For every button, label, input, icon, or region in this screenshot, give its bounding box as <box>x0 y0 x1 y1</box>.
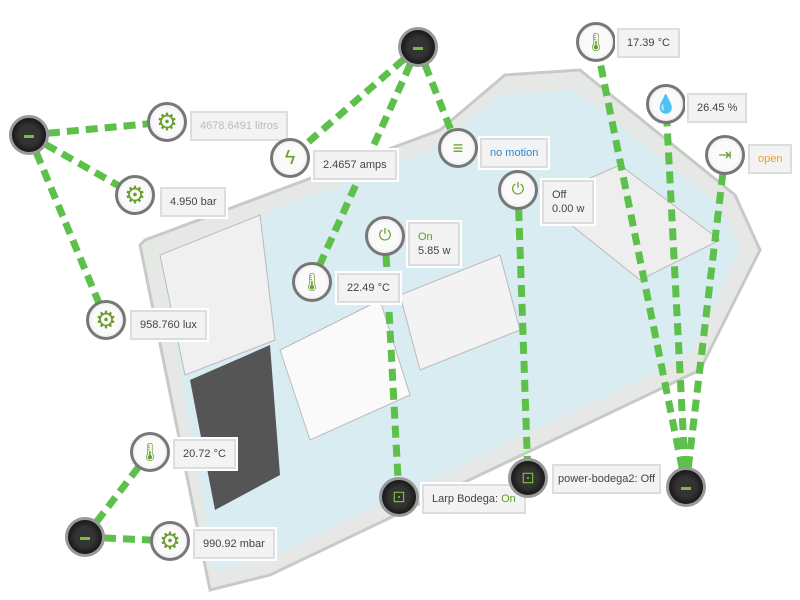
light-label: 958.760 lux <box>130 310 207 340</box>
gateway-hub-icon[interactable]: ▬ <box>65 517 105 557</box>
outlet2-label: power-bodega2: Off <box>552 464 662 494</box>
water-label: 4678.6491 litros <box>190 111 289 141</box>
temp3-label: 20.72 °C <box>173 439 236 469</box>
thermometer-icon[interactable]: 🌡 <box>292 262 332 302</box>
outlet-icon[interactable]: ⊡ <box>379 477 419 517</box>
gear-icon[interactable]: ⚙ <box>86 300 126 340</box>
gateway-hub-icon[interactable]: ▬ <box>666 467 706 507</box>
plug-switch-icon[interactable]: ⏻ <box>498 170 538 210</box>
gear-icon[interactable]: ⚙ <box>147 102 187 142</box>
motion-label: no motion <box>480 138 549 168</box>
temp2-label: 17.39 °C <box>617 28 680 58</box>
door-icon[interactable]: ⇥ <box>705 135 745 175</box>
connection-lines <box>25 41 729 545</box>
motion-icon[interactable]: ≡ <box>438 128 478 168</box>
pressure2-label: 990.92 mbar <box>193 529 275 559</box>
pressure-label: 4.950 bar <box>160 187 227 217</box>
water-drop-icon[interactable]: 💧 <box>646 84 686 124</box>
gateway-hub-icon[interactable]: ▬ <box>9 115 49 155</box>
current-label: 2.4657 amps <box>313 150 397 180</box>
humidity-label: 26.45 % <box>687 93 748 123</box>
lightning-icon[interactable]: ϟ <box>270 138 310 178</box>
gear-icon[interactable]: ⚙ <box>150 521 190 561</box>
thermometer-icon[interactable]: 🌡 <box>130 432 170 472</box>
gear-icon[interactable]: ⚙ <box>115 175 155 215</box>
outlet1-label: Larp Bodega: On <box>422 484 526 514</box>
thermometer-icon[interactable]: 🌡 <box>576 22 616 62</box>
gateway-hub-icon[interactable]: ▬ <box>398 27 438 67</box>
outlet-icon[interactable]: ⊡ <box>508 458 548 498</box>
plug-switch-icon[interactable]: ⏻ <box>365 216 405 256</box>
temp1-label: 22.49 °C <box>337 273 400 303</box>
door-label: open <box>748 144 793 174</box>
